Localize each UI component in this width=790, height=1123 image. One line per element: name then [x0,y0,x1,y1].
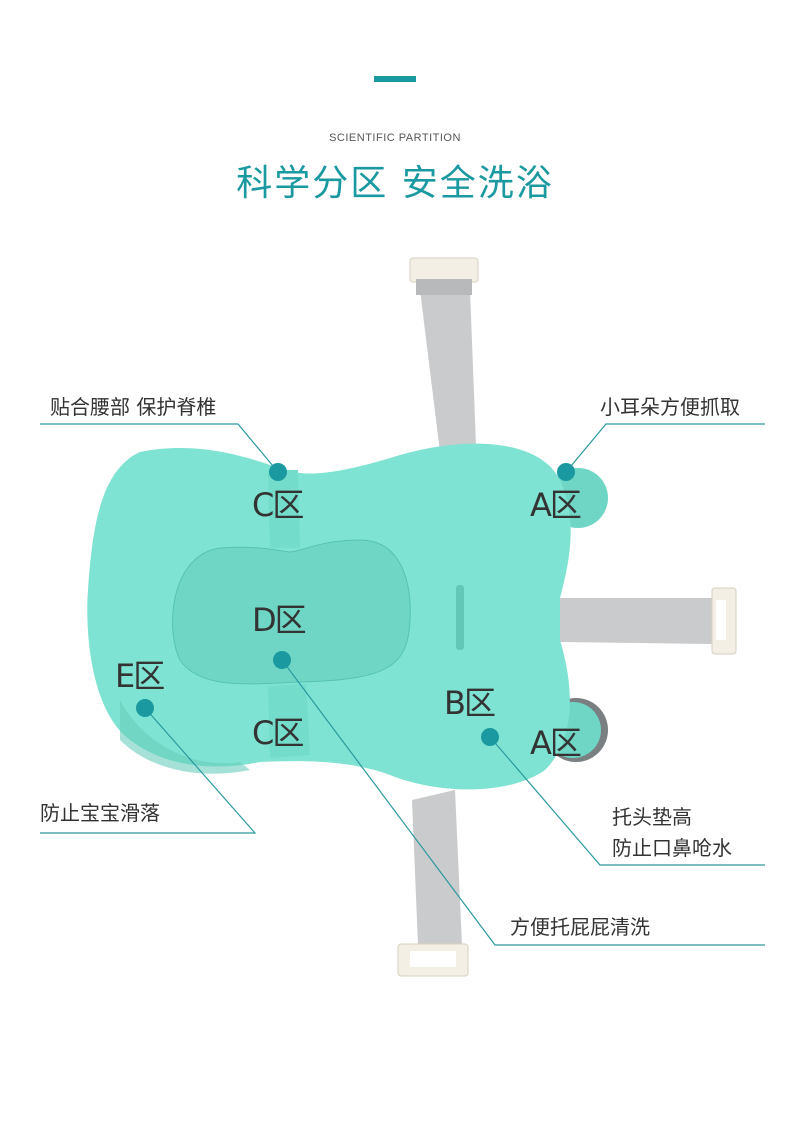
accent-bar [374,76,416,82]
callout-lines [40,423,765,946]
section-title: 科学分区 安全洗浴 [236,163,554,204]
zone-label-c-bottom: C区 [252,714,304,752]
section-subtitle: SCIENTIFIC PARTITION [329,132,461,144]
cushion-shadow [120,700,250,774]
head-seam [456,585,464,650]
callout-slip: 防止宝宝滑落 [40,801,160,825]
callout-ears: 小耳朵方便抓取 [600,395,740,419]
zone-label-d: D区 [252,601,307,639]
callout-head: 托头垫高 防止口鼻呛水 [612,802,732,864]
bottom-seam [268,684,310,758]
callout-waist: 贴合腰部 保护脊椎 [50,395,217,419]
callout-head-line2: 防止口鼻呛水 [612,836,732,860]
top-strap [409,257,479,452]
callout-bottom: 方便托屁屁清洗 [510,915,650,939]
callout-dots [136,463,575,746]
zone-label-a-top: A区 [530,486,582,524]
callout-head-line1: 托头垫高 [612,805,692,829]
bottom-strap [397,790,469,977]
side-strap [560,587,737,655]
zone-label-e: E区 [115,657,165,695]
cushion-inner-pad [172,539,411,685]
top-seam [268,470,300,548]
zone-label-b: B区 [444,684,496,722]
zone-label-a-bottom: A区 [530,724,582,762]
zone-label-c-top: C区 [252,486,304,524]
